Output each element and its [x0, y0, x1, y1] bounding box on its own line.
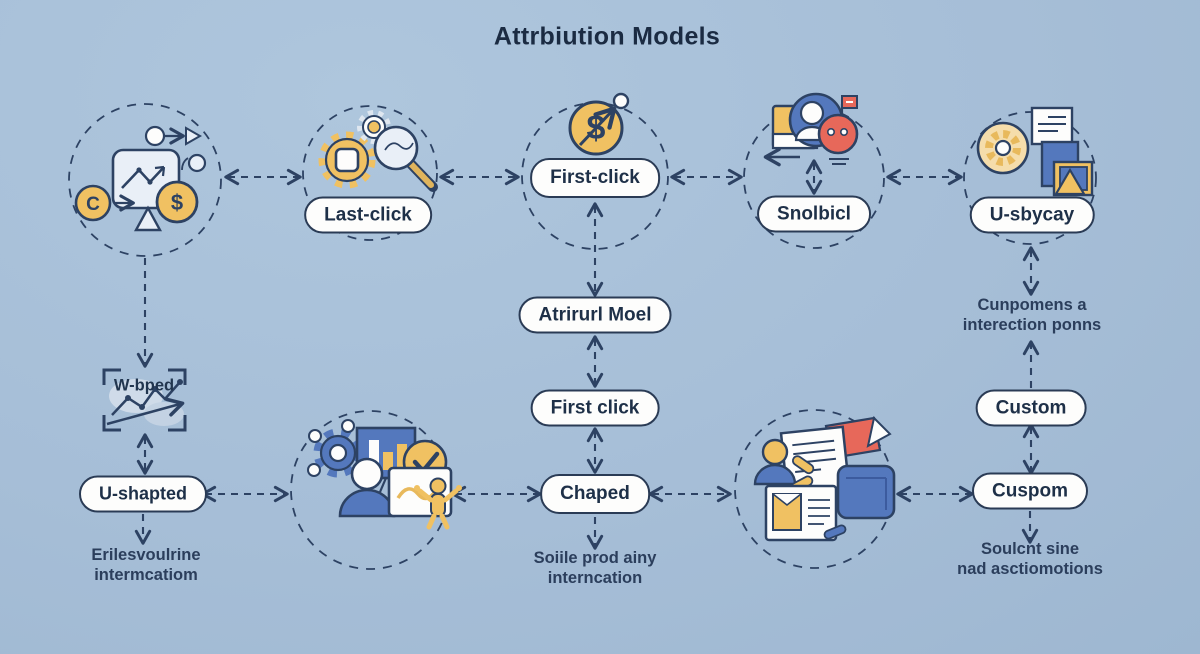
- gear-documents-icon: [976, 106, 1094, 197]
- gears-magnifier-icon: [318, 110, 438, 192]
- node-snolbicl: Snolbicl: [757, 195, 871, 233]
- dollar-arrow-coin-icon: $: [568, 92, 630, 156]
- node-custom: Custom: [975, 389, 1087, 427]
- caption-right-bottom-line2: nad asctiomotions: [957, 560, 1103, 578]
- c-coin-icon: C: [86, 194, 100, 215]
- node-cuspom: Cuspom: [972, 472, 1088, 510]
- circle-last-click: [302, 105, 438, 241]
- node-first-click-top: First-click: [530, 158, 660, 198]
- caption-right-mid: Cunpomens a interection ponns: [963, 296, 1101, 336]
- circle-conversion: [68, 103, 222, 257]
- caption-center-line1: Soiile prod ainy: [533, 549, 657, 568]
- caption-right-bottom-line1: Soulcnt sine: [980, 540, 1080, 559]
- caption-center: Soiile prod ainy interncation: [534, 549, 657, 589]
- window-avatar-bot-icon: [763, 92, 859, 167]
- node-atrirurl-moel: Atrirurl Moel: [518, 296, 672, 334]
- caption-left-line2: intermcatiom: [94, 566, 198, 584]
- caption-center-line2: interncation: [547, 569, 643, 587]
- caption-right-mid-line1: Cunpomens a: [977, 296, 1087, 315]
- node-chaped: Chaped: [540, 474, 650, 514]
- team-analytics-icon: [307, 419, 462, 530]
- node-last-click: Last-click: [304, 196, 432, 234]
- caption-left: Erilesvoulrine intermcatiom: [91, 546, 200, 586]
- conversion-path-icon: C $: [74, 125, 207, 232]
- page-title: Attrbiution Models: [493, 22, 721, 51]
- node-u-shapted: U-shapted: [78, 475, 208, 513]
- node-w-bped: W-bped: [113, 376, 175, 395]
- node-first-click-mid: First click: [530, 389, 660, 427]
- circle-u-sbycay: [963, 111, 1097, 245]
- caption-right-mid-line2: interection ponns: [962, 316, 1102, 334]
- caption-right-bottom: Soulcnt sine nad asctiomotions: [957, 540, 1103, 580]
- line-chart-frame-icon: [102, 368, 187, 432]
- dollar-coin-icon: $: [171, 190, 183, 215]
- node-u-sbycay: U-sbycay: [969, 196, 1095, 234]
- collaboration-documents-icon: [753, 415, 896, 542]
- caption-left-line1: Erilesvoulrine: [91, 546, 201, 565]
